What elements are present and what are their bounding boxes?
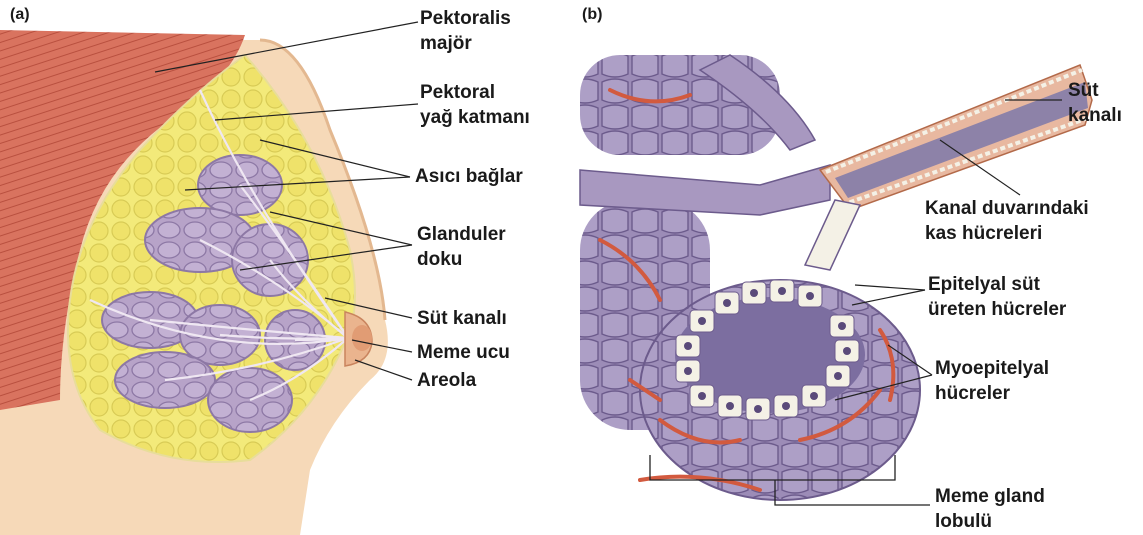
branch-duct-upper [580, 165, 830, 215]
label-pectoralis-line1: Pektoralis [420, 6, 511, 31]
label-pectoralis: Pektoralis majör [420, 6, 511, 56]
label-epithelial-line1: Epitelyal süt [928, 272, 1066, 297]
panel-b-tag: (b) [582, 6, 602, 24]
label-epithelial-line2: üreten hücreler [928, 297, 1066, 322]
label-areola: Areola [417, 368, 476, 393]
label-wall-muscle-line2: kas hücreleri [925, 221, 1089, 246]
label-myoepithelial: Myoepitelyal hücreler [935, 356, 1049, 406]
label-ligaments: Asıcı bağlar [415, 164, 523, 189]
label-fat: Pektoral yağ katmanı [420, 80, 530, 130]
descending-duct [805, 200, 860, 270]
label-lobule-line1: Meme gland [935, 484, 1045, 509]
nipple-shape [352, 325, 372, 351]
label-glandular-line1: Glanduler [417, 222, 506, 247]
label-wall-muscle: Kanal duvarındaki kas hücreleri [925, 196, 1089, 246]
label-fat-line2: yağ katmanı [420, 105, 530, 130]
label-duct-b: Süt kanalı [1068, 78, 1122, 128]
label-epithelial: Epitelyal süt üreten hücreler [928, 272, 1066, 322]
breast-cross-section [0, 22, 418, 535]
label-glandular: Glanduler doku [417, 222, 506, 272]
panel-a-tag: (a) [10, 6, 30, 24]
label-myoepithelial-line2: hücreler [935, 381, 1049, 406]
label-lobule: Meme gland lobulü [935, 484, 1045, 534]
label-lobule-line2: lobulü [935, 509, 1045, 534]
label-glandular-line2: doku [417, 247, 506, 272]
label-duct-b-line2: kanalı [1068, 103, 1122, 128]
label-myoepithelial-line1: Myoepitelyal [935, 356, 1049, 381]
label-wall-muscle-line1: Kanal duvarındaki [925, 196, 1089, 221]
label-nipple: Meme ucu [417, 340, 510, 365]
label-duct-b-line1: Süt [1068, 78, 1122, 103]
label-pectoralis-line2: majör [420, 31, 511, 56]
label-fat-line1: Pektoral [420, 80, 530, 105]
label-duct-a: Süt kanalı [417, 306, 507, 331]
